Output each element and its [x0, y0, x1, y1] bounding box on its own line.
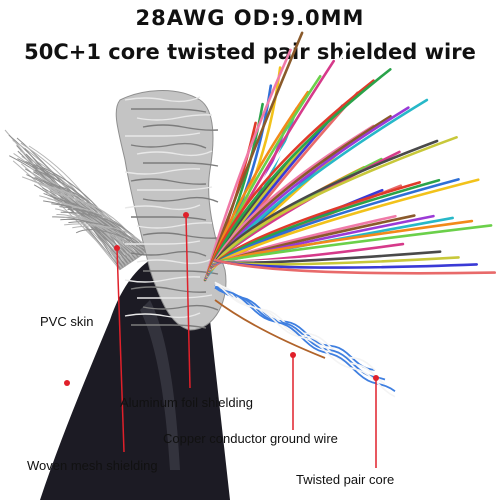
label-aluminum-foil: Aluminum foil shielding [120, 395, 253, 410]
label-copper-ground: Copper conductor ground wire [163, 431, 338, 446]
foil-crinkle [125, 132, 201, 137]
foil-crinkle [136, 258, 213, 265]
foil-crinkle [142, 304, 219, 311]
title-description: 50C+1 core twisted pair shielded wire [24, 40, 476, 64]
title-spec: 28AWG OD:9.0MM [135, 6, 365, 30]
label-woven-mesh: Woven mesh shielding [27, 458, 158, 473]
colored-wire [213, 258, 496, 275]
foil-crinkle [124, 312, 201, 319]
foil-crinkle [124, 168, 201, 175]
foil-crinkle [136, 186, 213, 191]
colored-wire [207, 79, 375, 275]
label-twisted-pair: Twisted pair core [296, 472, 395, 487]
foil-crinkle [130, 142, 207, 149]
foil-crinkle [130, 324, 207, 329]
foil-crinkle [124, 276, 201, 283]
colored-wire-bundle [203, 31, 496, 282]
marker-pvc-skin [64, 380, 70, 386]
jacket-highlight [140, 300, 180, 470]
foil-crinkle [125, 240, 201, 245]
foil-crinkle [131, 216, 207, 221]
foil-crinkle [142, 196, 219, 203]
label-pvc-skin: PVC skin [40, 314, 94, 329]
foil-crinkles [124, 96, 219, 329]
foil-crinkle [136, 150, 213, 157]
twisted-pair-wire-blue [214, 286, 386, 381]
foil-crinkle [136, 294, 213, 299]
foil-crinkle [143, 162, 219, 167]
mesh-strand [75, 229, 150, 251]
foil-crinkle [142, 124, 219, 131]
colored-wire [204, 48, 292, 280]
leader-aluminum-foil [185, 214, 191, 389]
foil-crinkle [136, 114, 213, 121]
mesh-strand [47, 198, 141, 258]
colored-wire [207, 68, 392, 275]
twisted-pair-wires [214, 281, 396, 398]
aluminum-foil-wrap [115, 90, 227, 331]
copper-ground-wire [214, 299, 326, 359]
twisted-pair-wire-white [214, 281, 396, 398]
foil-crinkle [142, 232, 219, 239]
mesh-strand [51, 195, 143, 256]
foil-crinkle [130, 250, 207, 257]
foil-crinkle [124, 204, 201, 211]
leader-woven-mesh [116, 247, 125, 453]
foil-crinkle [136, 222, 213, 229]
foil-crinkle [130, 286, 207, 293]
colored-wire [209, 136, 458, 269]
foil-crinkle [130, 178, 207, 185]
colored-wire [211, 178, 480, 267]
twisted-pair-wire-blue [214, 286, 396, 393]
mesh-strand [43, 192, 140, 258]
woven-mesh-strands [4, 129, 150, 271]
foil-crinkle [124, 96, 201, 103]
colored-wire [212, 224, 493, 264]
mesh-strand [56, 214, 146, 254]
foil-crinkle [131, 108, 207, 113]
